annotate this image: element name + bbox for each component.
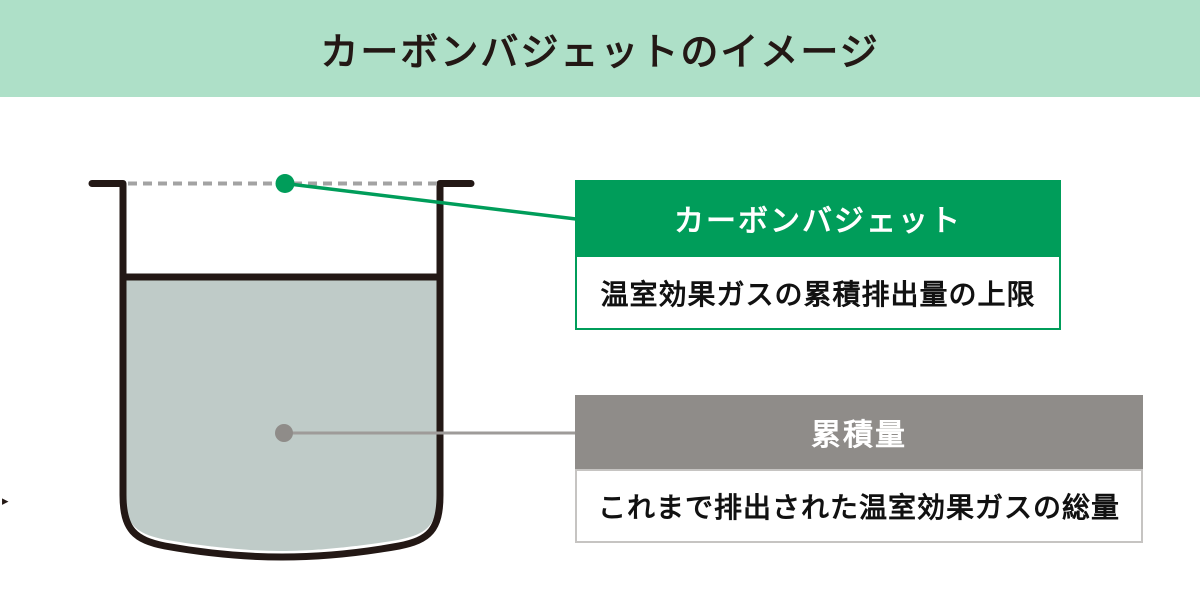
cumulative-amount-heading: 累積量: [575, 395, 1143, 469]
next-arrow-icon[interactable]: ▸: [2, 493, 9, 508]
beaker-liquid: [125, 280, 437, 551]
carbon-budget-callout: カーボンバジェット 温室効果ガスの累積排出量の上限: [575, 180, 1061, 330]
cumulative-amount-callout: 累積量 これまで排出された温室効果ガスの総量: [575, 395, 1143, 543]
title-band: カーボンバジェットのイメージ: [0, 0, 1200, 97]
carbon-budget-connector-line: [284, 181, 577, 221]
carbon-budget-description: 温室効果ガスの累積排出量の上限: [575, 255, 1061, 330]
cumulative-dot: [275, 424, 293, 442]
page-title: カーボンバジェットのイメージ: [320, 32, 880, 74]
cumulative-amount-description: これまで排出された温室効果ガスの総量: [575, 469, 1143, 543]
beaker-outline: [88, 180, 475, 561]
carbon-budget-heading: カーボンバジェット: [575, 180, 1061, 255]
carbon-budget-dot: [275, 174, 295, 193]
